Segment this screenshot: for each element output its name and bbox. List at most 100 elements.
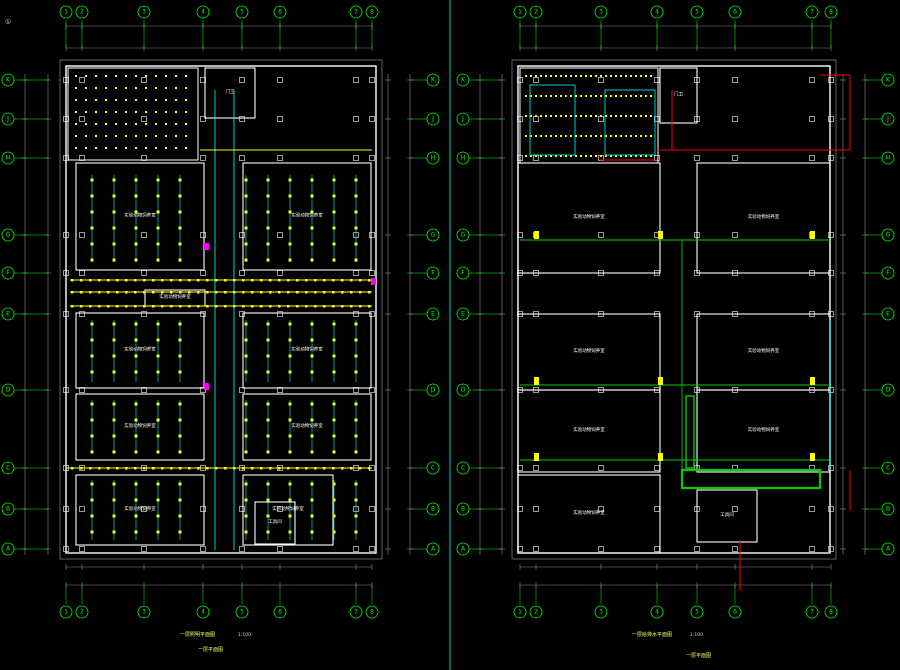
restroom-fixture <box>75 135 77 137</box>
axis-bubble-column <box>824 5 838 19</box>
plumbing-fixture <box>560 115 562 117</box>
structural-column <box>694 155 700 161</box>
plumbing-fixture <box>555 95 557 97</box>
axis-bubble-column <box>75 5 89 19</box>
structural-column <box>809 506 815 512</box>
restroom-fixture <box>145 87 147 89</box>
room-label: 实验动物饲养室 <box>291 212 323 219</box>
light-fixture <box>112 370 116 374</box>
light-fixture <box>288 418 292 422</box>
structural-column <box>239 77 245 83</box>
restroom-fixture <box>85 75 87 77</box>
restroom-fixture <box>125 99 127 101</box>
structural-column <box>809 387 815 393</box>
plumbing-fixture <box>555 75 557 77</box>
restroom-fixture <box>135 87 137 89</box>
light-fixture <box>90 370 94 374</box>
structural-column <box>369 155 375 161</box>
light-fixture <box>266 402 270 406</box>
room-label: 实验动物饲养室 <box>291 422 323 429</box>
axis-label-row: B <box>431 506 435 513</box>
light-fixture <box>266 338 270 342</box>
restroom-fixture <box>105 87 107 89</box>
plumbing-fixture <box>610 95 612 97</box>
light-fixture <box>125 279 128 282</box>
axis-label-row: H <box>6 155 11 162</box>
light-fixture <box>288 354 292 358</box>
axis-label-column: 8 <box>829 9 833 16</box>
light-fixture <box>107 467 110 470</box>
structural-column <box>732 270 738 276</box>
room-outline <box>696 489 758 543</box>
restroom-fixture <box>175 99 177 101</box>
restroom-fixture <box>115 147 117 149</box>
restroom-fixture <box>165 111 167 113</box>
axis-label-row: H <box>886 155 891 162</box>
plumbing-fixture <box>640 155 642 157</box>
light-fixture <box>134 210 138 214</box>
plumbing-fixture <box>610 135 612 137</box>
light-fixture <box>332 434 336 438</box>
structural-column <box>654 465 660 471</box>
light-fixture <box>368 291 371 294</box>
axis-label-column: 2 <box>80 609 84 616</box>
light-fixture <box>266 226 270 230</box>
light-fixture <box>215 467 218 470</box>
axis-label-row: K <box>886 77 891 84</box>
light-fixture <box>90 402 94 406</box>
plumbing-fixture <box>560 95 562 97</box>
structural-column <box>809 77 815 83</box>
light-fixture <box>134 482 138 486</box>
restroom-fixture <box>185 123 187 125</box>
plumbing-fixture <box>625 115 627 117</box>
structural-column <box>598 270 604 276</box>
structural-column <box>533 387 539 393</box>
axis-bubble-column <box>196 5 210 19</box>
plumbing-fixture <box>630 135 632 137</box>
light-fixture <box>332 370 336 374</box>
light-fixture <box>287 279 290 282</box>
light-fixture <box>341 467 344 470</box>
structural-column <box>598 387 604 393</box>
plumbing-fixture <box>595 115 597 117</box>
light-fixture <box>143 279 146 282</box>
plumbing-fixture <box>585 95 587 97</box>
plumbing-fixture <box>530 135 532 137</box>
structural-column <box>369 232 375 238</box>
structural-column <box>533 546 539 552</box>
light-fixture <box>71 467 74 470</box>
structural-column <box>369 387 375 393</box>
restroom-fixture <box>175 147 177 149</box>
plumbing-fixture <box>590 95 592 97</box>
light-fixture <box>98 305 101 308</box>
structural-column <box>141 270 147 276</box>
light-fixture <box>112 434 116 438</box>
light-fixture <box>156 178 160 182</box>
axis-bubble-column <box>137 605 151 619</box>
axis-label-row: K <box>431 77 436 84</box>
plumbing-fixture <box>590 155 592 157</box>
restroom-block <box>519 67 659 164</box>
plumbing-fixture <box>600 155 602 157</box>
light-fixture <box>332 305 335 308</box>
light-fixture <box>266 514 270 518</box>
light-fixture <box>112 242 116 246</box>
light-fixture <box>354 258 358 262</box>
room-outline <box>696 162 831 274</box>
light-fixture <box>80 291 83 294</box>
axis-label-row: F <box>431 270 435 277</box>
axis-label-column: 5 <box>240 9 244 16</box>
light-fixture <box>197 279 200 282</box>
restroom-fixture <box>145 75 147 77</box>
light-fixture <box>197 291 200 294</box>
structural-column <box>200 232 206 238</box>
structural-column <box>200 155 206 161</box>
structural-column <box>141 77 147 83</box>
structural-column <box>732 232 738 238</box>
plumbing-fixture <box>580 115 582 117</box>
light-fixture <box>266 498 270 502</box>
light-fixture <box>244 482 248 486</box>
axis-bubble-column <box>594 605 608 619</box>
restroom-fixture <box>145 111 147 113</box>
restroom-fixture <box>175 123 177 125</box>
